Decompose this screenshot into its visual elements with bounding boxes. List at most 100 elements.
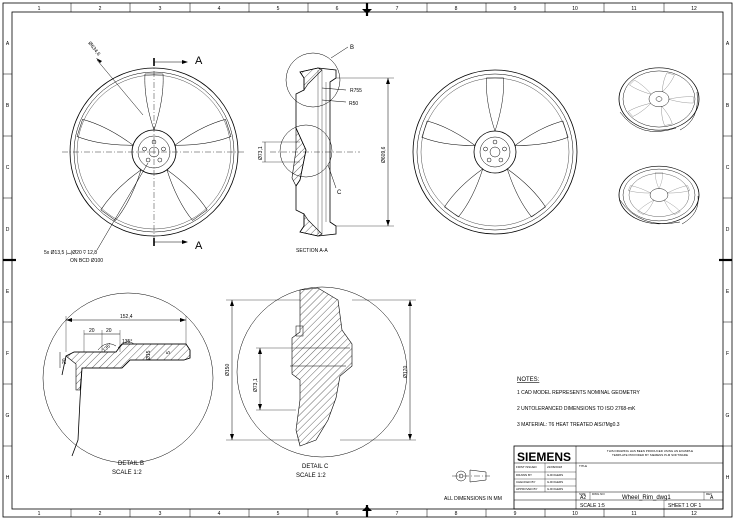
detail-c-title: DETAIL C (302, 464, 329, 470)
col-label: 4 (218, 511, 221, 517)
row-label: H (6, 475, 10, 481)
isometric-view-bottom (618, 165, 700, 225)
row-label: E (726, 289, 730, 295)
row-label: F (726, 351, 729, 357)
dim-20c: 20 (62, 358, 68, 364)
dwg-no-label: DWG NO (592, 492, 605, 496)
dim-73-section: Ø73,1 (258, 146, 264, 160)
col-label: 2 (99, 6, 102, 12)
dim-20b: 20 (106, 328, 112, 334)
row-label: H (726, 475, 730, 481)
col-label: 3 (159, 6, 162, 12)
col-label: 6 (336, 6, 339, 12)
row-label: D (6, 227, 10, 233)
angle-135b: 135° (122, 339, 132, 345)
front-view: A A Ø634,6 5x Ø13,5 |⌴|Ø20 ⊽ 12,8 ON BCD… (44, 41, 246, 264)
size-value: A2 (580, 495, 586, 501)
sheet-value: SHEET 1 OF 1 (668, 503, 701, 509)
section-title: SECTION A-A (296, 248, 328, 254)
row-label: A (6, 41, 10, 47)
drawn-by-label: DRAWN BY (516, 473, 532, 477)
radius-50: R50 (349, 101, 358, 107)
title-label: TITLE (579, 464, 587, 468)
rev-label: REV (706, 492, 712, 496)
zone-column-labels: 1 2 3 4 5 6 7 8 9 10 11 12 1 2 3 4 5 6 7… (38, 6, 697, 517)
detail-c: Ø150 Ø73,1 Ø170 DETAIL C SCALE 1:2 (225, 286, 416, 479)
row-label: B (6, 103, 10, 109)
approved-by-label: APPROVED BY (516, 487, 538, 491)
scale-value: SCALE 1:5 (580, 503, 605, 509)
row-label: A (726, 41, 730, 47)
detail-c-scale: SCALE 1:2 (296, 473, 326, 479)
col-label: 8 (455, 511, 458, 517)
row-label: B (726, 103, 730, 109)
col-label: 12 (691, 511, 697, 517)
col-label: 4 (218, 6, 221, 12)
projection-symbol (452, 469, 490, 483)
detail-b-title: DETAIL B (118, 461, 144, 467)
detail-c-marker: C (337, 190, 342, 196)
holes-note: 5x Ø13,5 |⌴|Ø20 ⊽ 12,8 (44, 250, 97, 256)
dim-20a: 20 (89, 328, 95, 334)
col-label: 9 (514, 6, 517, 12)
row-label: G (726, 413, 730, 419)
front-view-right (412, 69, 578, 235)
col-label: 7 (396, 511, 399, 517)
dim-5: 5 (166, 351, 172, 354)
size-label: SIZE (579, 492, 586, 496)
row-label: G (6, 413, 10, 419)
col-label: 10 (572, 511, 578, 517)
cut-label-bottom: A (195, 240, 203, 252)
isometric-view-top (618, 67, 700, 132)
diameter-label: Ø634,6 (86, 41, 101, 58)
dim-170: Ø170 (403, 366, 409, 378)
radius-755: R755 (350, 88, 362, 94)
row-label: F (6, 351, 9, 357)
first-issued-value: 22/08/2018 (547, 465, 562, 469)
dim-609: Ø609,6 (381, 146, 387, 163)
col-label: 12 (691, 6, 697, 12)
drawn-by-value: G.ROGERS (547, 473, 563, 477)
disclaimer-line1: THIS DRAWING HAS BEEN PRODUCED USING AN … (607, 449, 693, 453)
dwg-no-value: Wheel_Rim_dwg1 (622, 495, 671, 501)
dim-152: 152,4 (120, 314, 133, 320)
note-3: 3 MATERIAL: T6 HEAT TREATED AlSi7Mg0.3 (517, 422, 620, 428)
title-block: SIEMENS THIS DRAWING HAS BEEN PRODUCED U… (513, 445, 724, 510)
disclaimer-line2: TEMPLATE PROVIDED BY SIEMENS PLM SOFTWAR… (612, 453, 688, 457)
first-issued-label: FIRST ISSUED (516, 465, 537, 469)
approved-by-value: G.ROGERS (547, 487, 563, 491)
col-label: 1 (38, 6, 41, 12)
col-label: 3 (159, 511, 162, 517)
row-label: E (6, 289, 10, 295)
col-label: 10 (572, 6, 578, 12)
col-label: 9 (514, 511, 517, 517)
row-label: C (726, 165, 730, 171)
siemens-logo: SIEMENS (517, 450, 571, 464)
dim-15: Ø15 (146, 350, 152, 360)
detail-b-marker: B (350, 45, 354, 51)
zone-row-labels: A B C D E F G H A B C D E F G H (6, 41, 730, 481)
dim-150: Ø150 (225, 364, 231, 376)
all-dimensions-note: ALL DIMENSIONS IN MM (444, 496, 502, 502)
col-label: 11 (631, 511, 636, 517)
section-a-a: B C R755 R50 Ø609,6 Ø73,1 SECTION A-A (258, 45, 394, 254)
checked-by-value: G.ROGERS (547, 480, 563, 484)
col-label: 7 (396, 6, 399, 12)
notes-block: NOTES: 1 CAD MODEL REPRESENTS NOMINAL GE… (517, 377, 641, 428)
col-label: 5 (277, 6, 280, 12)
cut-label-top: A (195, 55, 203, 67)
note-1: 1 CAD MODEL REPRESENTS NOMINAL GEOMETRY (517, 390, 641, 396)
notes-heading: NOTES: (517, 377, 540, 383)
detail-b-scale: SCALE 1:2 (112, 470, 142, 476)
col-label: 8 (455, 6, 458, 12)
col-label: 1 (38, 511, 41, 517)
col-label: 2 (99, 511, 102, 517)
col-label: 11 (631, 6, 636, 12)
col-label: 5 (277, 511, 280, 517)
note-2: 2 UNTOLERANCED DIMENSIONS TO ISO 2768-mK (517, 406, 636, 412)
detail-b: 152,4 20 20 135° 135° Ø15 5 20 DETAIL B … (42, 292, 214, 476)
rev-value: A (710, 495, 714, 501)
angle-135a: 135° (101, 342, 113, 353)
